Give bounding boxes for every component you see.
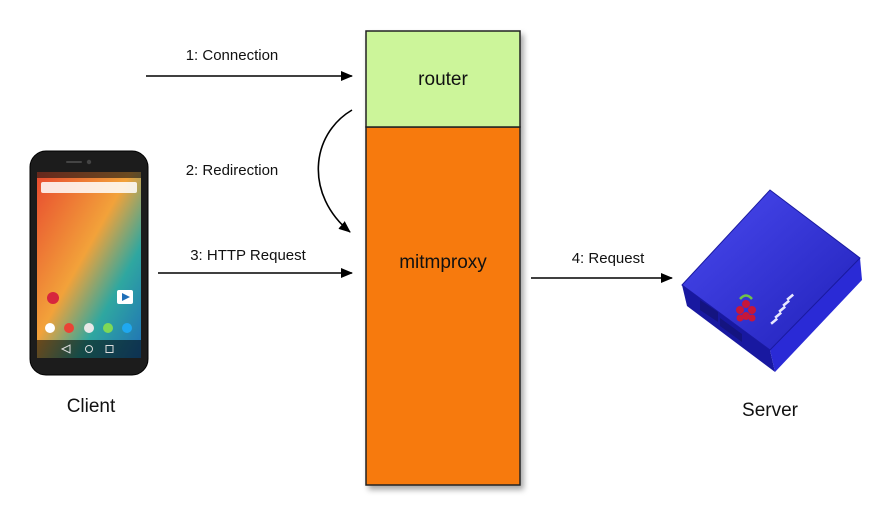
client-label: Client — [67, 396, 116, 417]
redirection-arrow — [317, 109, 353, 233]
edge-connection: 1: Connection — [146, 47, 353, 81]
edge-request: 4: Request — [531, 250, 673, 283]
raspberry-logo-icon — [736, 294, 756, 322]
redirection-label: 2: Redirection — [186, 162, 279, 179]
server-label: Server — [742, 400, 799, 421]
router-label: router — [418, 69, 468, 90]
router-box — [365, 30, 521, 128]
smartphone-icon — [29, 150, 149, 376]
mitmproxy-label: mitmproxy — [399, 252, 487, 273]
edge-redirection: 2: Redirection — [186, 109, 353, 233]
mitmproxy-box — [365, 126, 521, 486]
proxy-column — [365, 30, 521, 486]
http-request-label: 3: HTTP Request — [190, 247, 306, 264]
request-label: 4: Request — [572, 250, 645, 267]
connection-label: 1: Connection — [186, 47, 279, 64]
raspberry-pi-case-icon — [681, 189, 862, 372]
edge-http-request: 3: HTTP Request — [158, 247, 353, 278]
